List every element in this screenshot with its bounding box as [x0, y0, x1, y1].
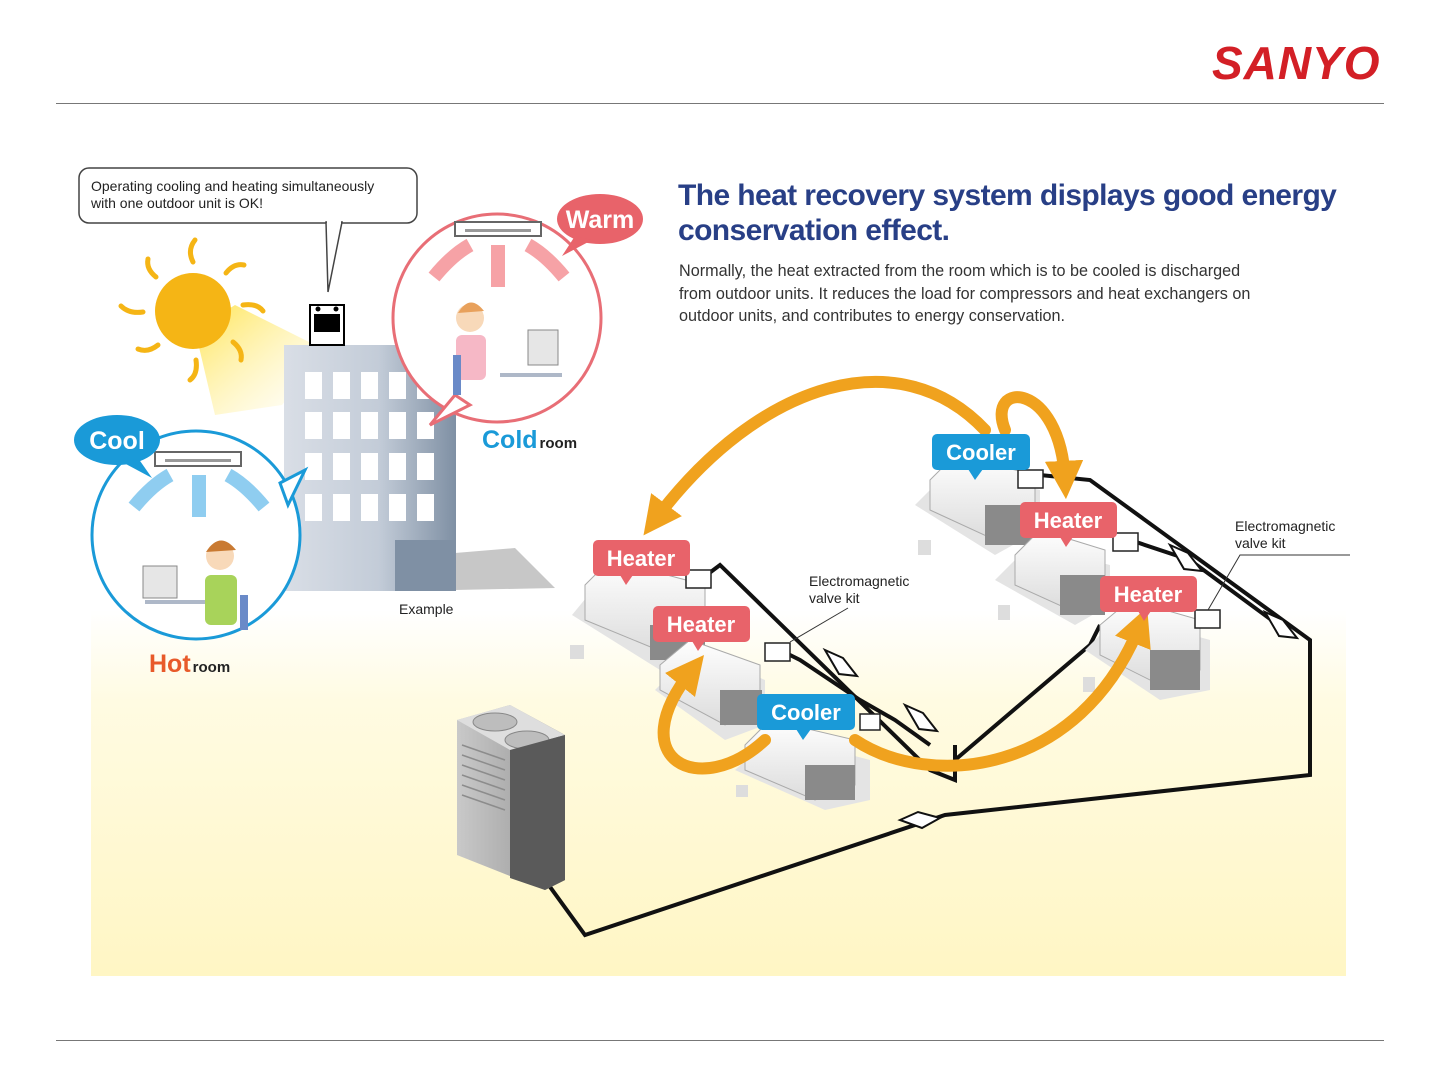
- callout-text: Operating cooling and heating simultaneo…: [91, 178, 411, 212]
- valve-kit-label-left: Electromagnetic valve kit: [809, 573, 909, 607]
- hot-room-label-big: Hot: [149, 650, 191, 678]
- description: Normally, the heat extracted from the ro…: [679, 260, 1369, 328]
- cold-room-label-small: room: [540, 435, 578, 452]
- warm-label: Warm: [566, 206, 635, 234]
- callout-line-1: Operating cooling and heating simultaneo…: [91, 178, 375, 194]
- arrow-cooler-to-heater-far: [849, 607, 1151, 772]
- cool-label: Cool: [89, 427, 145, 455]
- heat-flow-arrows: [643, 375, 1151, 775]
- valve-kit-label-left-line-1: Electromagnetic: [809, 573, 910, 589]
- sun-icon: [118, 237, 266, 383]
- headline-line-1: The heat recovery system displays good e…: [678, 179, 1337, 212]
- cooler-tag: Cooler: [932, 434, 1030, 480]
- outdoor-unit: [457, 705, 565, 890]
- heater-tag: Heater: [593, 540, 690, 585]
- valve-kit-label-left-line-2: valve kit: [809, 590, 860, 606]
- sanyo-logo: SANYO: [1212, 37, 1381, 89]
- heater-tag: Heater: [1100, 576, 1197, 621]
- valve-kit-label-right-line-2: valve kit: [1235, 535, 1286, 551]
- heater-tag-label: Heater: [1034, 508, 1103, 533]
- callout-line-2: with one outdoor unit is OK!: [91, 195, 263, 211]
- indoor-unit: [735, 719, 870, 810]
- cooler-tag-label: Cooler: [946, 440, 1016, 465]
- hot-room-label-small: room: [193, 659, 231, 676]
- example-label: Example: [399, 601, 454, 617]
- arrow-cooler-to-heater-right: [995, 391, 1084, 500]
- cold-room-label-big: Cold: [482, 426, 538, 454]
- valve-leader-left: [789, 607, 849, 643]
- description-line-1: Normally, the heat extracted from the ro…: [679, 262, 1241, 280]
- warm-bubble: [557, 194, 643, 256]
- cooler-tag: Cooler: [757, 694, 855, 740]
- hot-room-scene: [90, 429, 309, 641]
- headline-line-2: conservation effect.: [678, 214, 950, 247]
- speech-callout: [78, 167, 418, 293]
- heater-tag-label: Heater: [607, 546, 676, 571]
- indoor-unit: [915, 454, 1040, 555]
- heater-tag-label: Heater: [1114, 582, 1183, 607]
- description-line-2: from outdoor units. It reduces the load …: [679, 284, 1251, 303]
- valve-kit-label-right-line-1: Electromagnetic: [1235, 518, 1336, 534]
- valve-leader-right: [1207, 554, 1350, 611]
- cool-bubble: [74, 415, 160, 478]
- arrow-cooler-to-heater-left: [643, 375, 991, 536]
- footer-divider: [56, 1040, 1384, 1041]
- cold-room-scene: [391, 212, 603, 427]
- indoor-unit: [995, 529, 1110, 625]
- description-line-3: outdoor units, and contributes to energy…: [679, 307, 1066, 325]
- header-divider: [56, 103, 1384, 104]
- valve-kit-boxes: [685, 469, 1221, 731]
- heater-tag: Heater: [653, 606, 750, 651]
- heater-tag: Heater: [1020, 502, 1117, 547]
- arrow-cooler-to-heater-loop: [657, 654, 771, 775]
- cooler-tag-label: Cooler: [771, 700, 841, 725]
- headline: The heat recovery system displays good e…: [678, 178, 1378, 248]
- pipe-joints: [822, 542, 1300, 830]
- heater-tag-label: Heater: [667, 612, 736, 637]
- valve-kit-label-right: Electromagnetic valve kit: [1235, 518, 1335, 552]
